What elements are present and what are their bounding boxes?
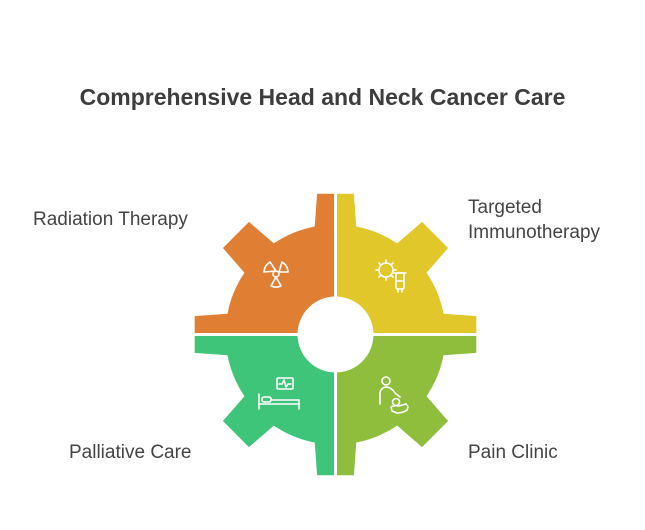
hospital-bed-monitor-icon	[258, 377, 300, 410]
label-targeted-immunotherapy: Targeted Immunotherapy	[468, 195, 600, 245]
caregiver-patient-icon	[379, 376, 409, 414]
diagram-title: Comprehensive Head and Neck Cancer Care	[79, 84, 566, 110]
radiation-icon	[263, 261, 289, 288]
label-targeted-immunotherapy-line-2: Immunotherapy	[468, 222, 601, 243]
label-palliative-care: Palliative Care	[69, 440, 192, 465]
virus-vial-icon	[375, 259, 407, 293]
gear-segment-targeted-immunotherapy	[337, 193, 477, 333]
label-pain-clinic: Pain Clinic	[468, 440, 558, 465]
label-radiation-therapy-line-1: Radiation Therapy	[33, 209, 188, 230]
label-radiation-therapy: Radiation Therapy	[33, 207, 188, 232]
label-pain-clinic-line-1: Pain Clinic	[468, 442, 558, 463]
gear-segment-radiation-therapy	[194, 193, 334, 333]
gear-center-hole	[297, 296, 374, 373]
gear-shape-targeted	[337, 193, 477, 333]
label-targeted-immunotherapy-line-1: Targeted	[468, 197, 542, 218]
gear-shape-radiation	[194, 193, 334, 333]
gear-segment-palliative-care	[194, 336, 334, 476]
gear-shape-palliative	[194, 336, 334, 476]
label-palliative-care-line-1: Palliative Care	[69, 442, 192, 463]
